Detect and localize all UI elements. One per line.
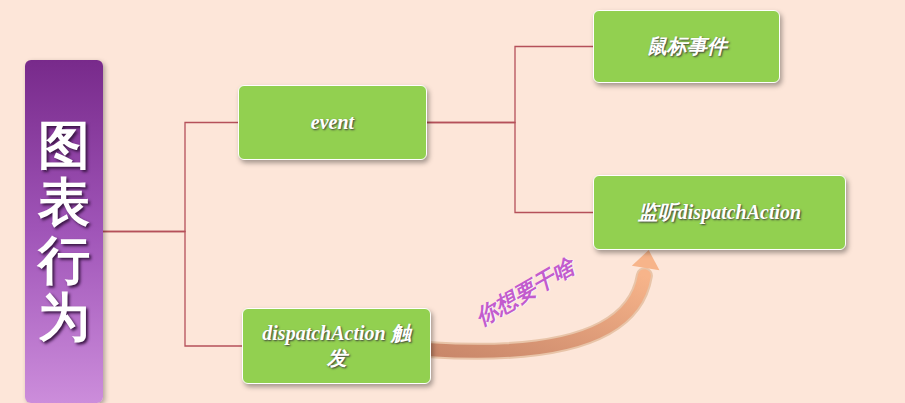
connector-path [103,232,242,347]
connector-line [103,123,238,232]
connector-line [427,123,593,213]
process-box: dispatchAction 触发 [242,308,431,384]
process-box: 鼠标事件 [593,10,780,83]
connector-path [427,47,593,123]
arrow-head [632,250,660,270]
edge-label: 你想要干啥 [470,252,580,333]
connector-path [103,123,238,232]
title-bar: 图表行为 [25,60,103,403]
node-text: 鼠标事件 [647,34,727,59]
process-box: 监听dispatchAction [593,175,846,250]
connector-line [103,232,242,347]
connector-line [427,47,593,123]
process-box: event [238,85,427,160]
curved-arrow [431,250,659,351]
node-text: event [311,110,354,135]
node-text: dispatchAction 触发 [262,321,412,371]
node-text: 监听dispatchAction [638,200,801,225]
connector-path [427,123,593,213]
node-text: 图表行为 [38,117,90,346]
